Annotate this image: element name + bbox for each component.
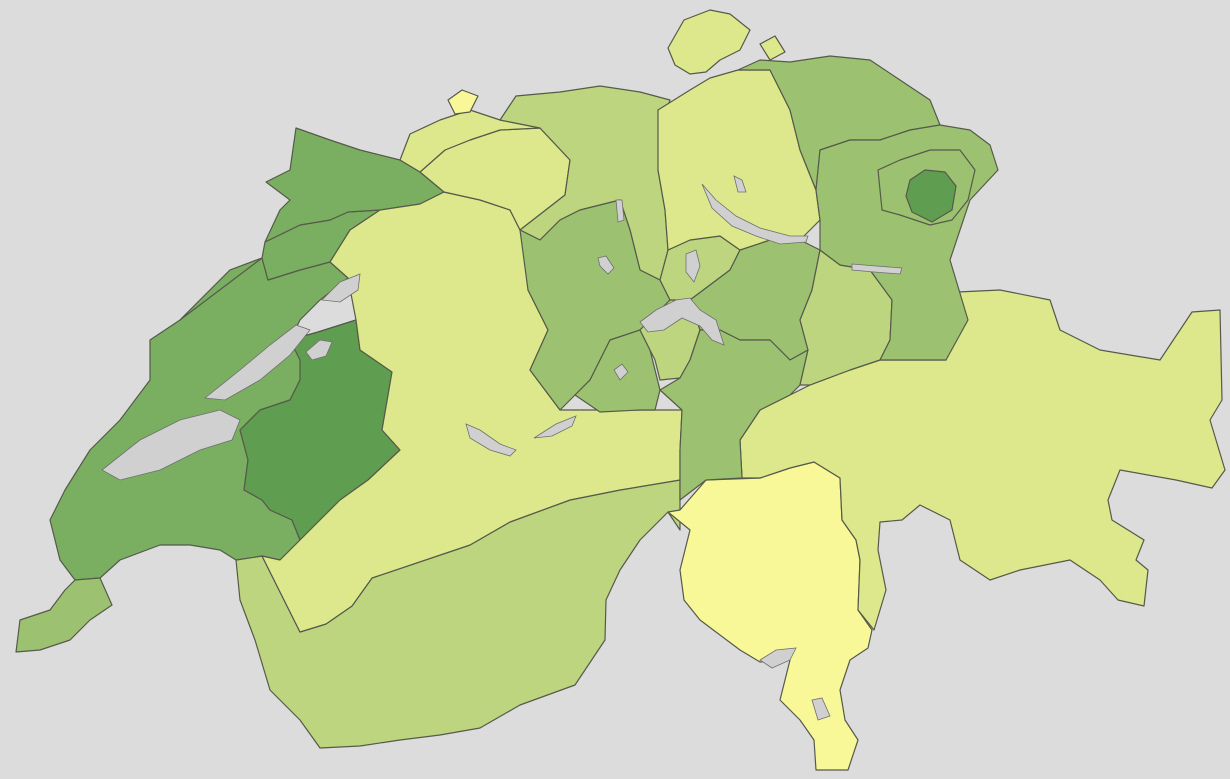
lake-zug [685,249,701,283]
lake-maggiore [811,697,831,721]
canton-graubunden[interactable] [739,289,1226,631]
canton-geneva[interactable] [15,577,113,653]
lake-neuchatel [203,324,311,401]
lake-murten [305,339,333,361]
canton-basel-stadt[interactable] [447,89,479,115]
canton-schaffhausen[interactable] [667,9,786,75]
lake-brienz [533,415,577,439]
lake-thun [465,423,517,457]
lake-hallwil [615,199,625,223]
lake-sempach [597,255,615,275]
lake-biel [321,273,361,303]
lake-lucerne [639,297,725,346]
lake-zurich [701,183,809,245]
lake-sarnen [613,363,629,381]
lake-greifen [733,175,747,193]
lake-walensee [851,263,903,275]
lake-lugano [759,647,797,669]
lake-geneva [101,409,241,481]
canton-appenzell-ir[interactable] [905,169,957,223]
canton-uri[interactable] [659,329,809,501]
